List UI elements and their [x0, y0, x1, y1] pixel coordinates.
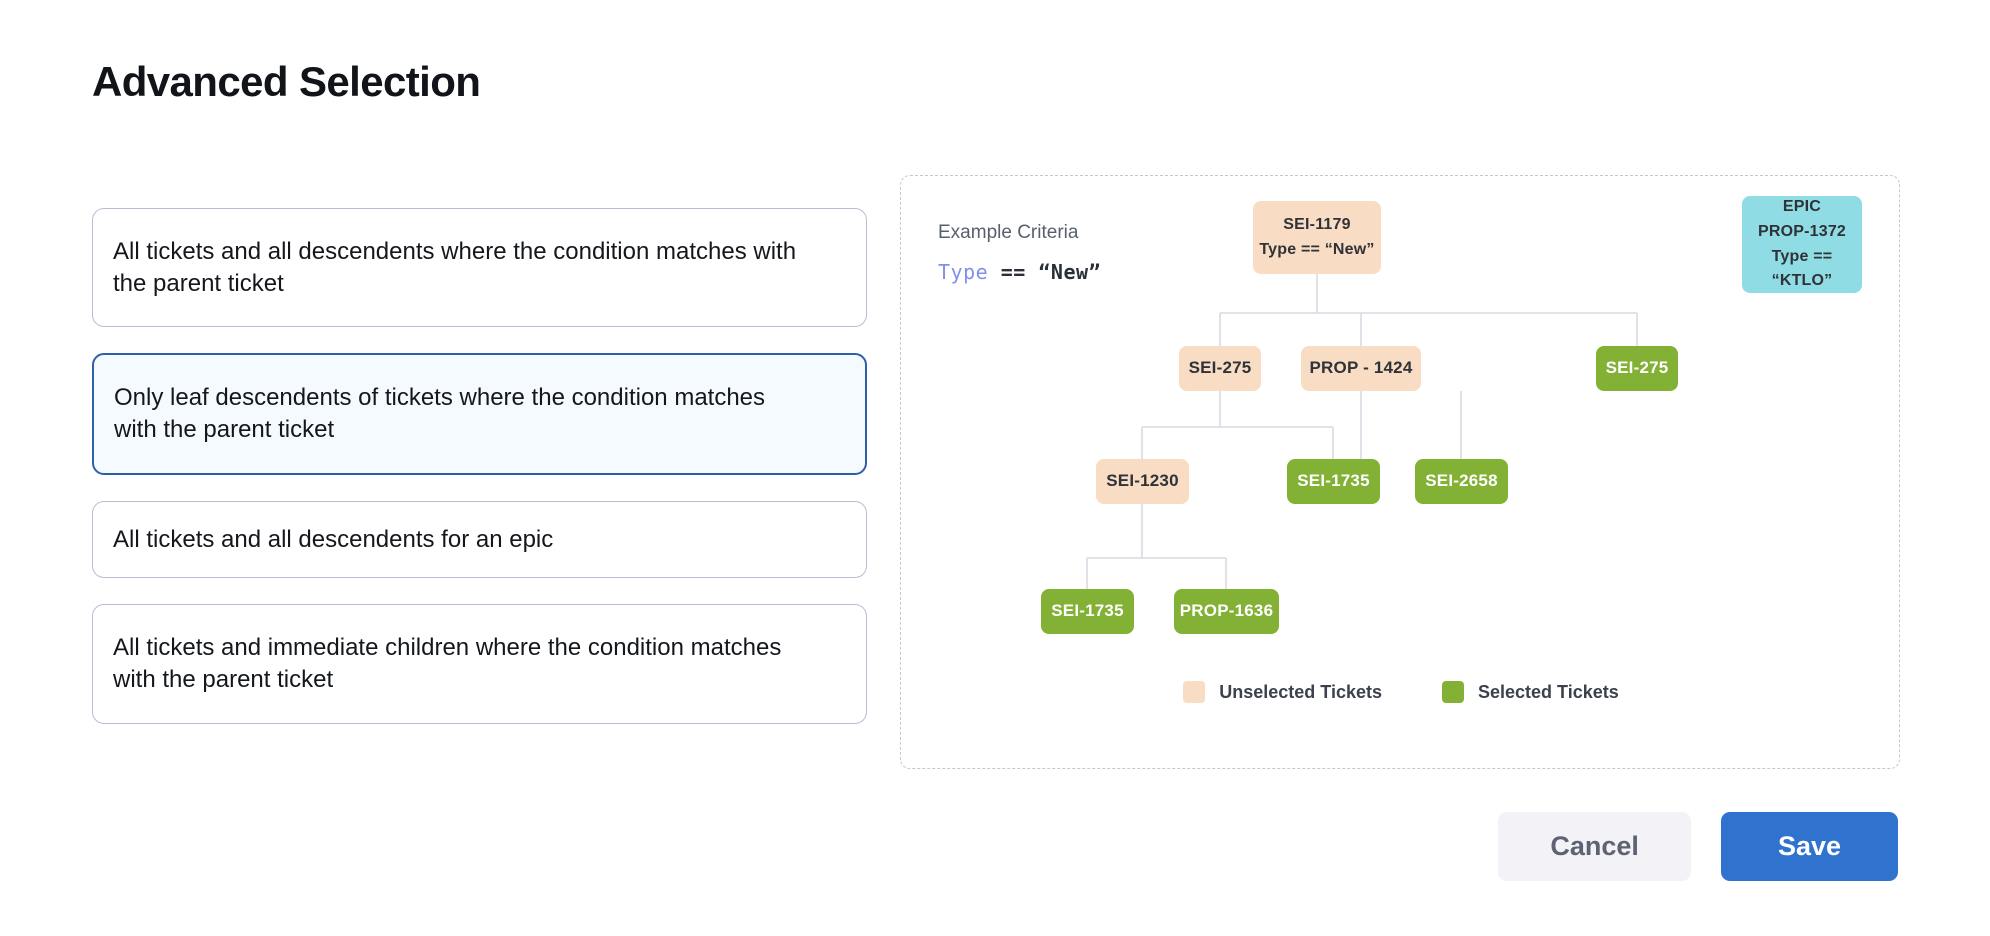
cancel-button[interactable]: Cancel — [1498, 812, 1691, 881]
criteria-value: “New” — [1038, 260, 1102, 284]
criteria-keyword: Type — [938, 260, 989, 284]
tree-node-line: SEI-1735 — [1051, 601, 1124, 621]
tree-node-prop-1636[interactable]: PROP-1636 — [1174, 589, 1279, 634]
legend-swatch-unselected — [1183, 681, 1206, 703]
tree-node-line: SEI-1230 — [1106, 471, 1179, 491]
option-label: All tickets and all descendents where th… — [113, 238, 797, 297]
legend-label: Unselected Tickets — [1219, 681, 1382, 702]
option-card-all-descendents-condition[interactable]: All tickets and all descendents where th… — [92, 208, 867, 328]
selection-options-list: All tickets and all descendents where th… — [92, 208, 867, 724]
tree-node-line: SEI-275 — [1188, 358, 1252, 378]
tree-node-line: EPIC — [1782, 197, 1822, 215]
tree-node-line: Type == “New” — [1259, 240, 1375, 258]
option-label: All tickets and all descendents for an e… — [113, 525, 554, 553]
dialog-footer: Cancel Save — [1498, 812, 1898, 881]
option-label: Only leaf descendents of tickets where t… — [114, 384, 766, 444]
example-diagram-panel: Example Criteria Type == “New” — [900, 175, 1900, 769]
tree-node-line: PROP - 1424 — [1309, 358, 1413, 378]
tree-node-sei-1735-mid[interactable]: SEI-1735 — [1287, 459, 1380, 504]
tree-node-line: SEI-1179 — [1283, 215, 1351, 233]
criteria-label: Example Criteria — [938, 222, 1079, 243]
option-card-leaf-descendents-condition[interactable]: Only leaf descendents of tickets where t… — [92, 353, 867, 475]
tree-node-prop-1424[interactable]: PROP - 1424 — [1301, 346, 1421, 391]
tree-node-sei-275-left[interactable]: SEI-275 — [1179, 346, 1261, 391]
option-label: All tickets and immediate children where… — [113, 634, 782, 694]
tree-node-sei-275-right[interactable]: SEI-275 — [1596, 346, 1678, 391]
tree-node-line: SEI-275 — [1605, 358, 1669, 378]
legend-swatch-selected — [1442, 681, 1464, 703]
tree-node-sei-1230[interactable]: SEI-1230 — [1096, 459, 1189, 504]
criteria-operator: == — [1000, 260, 1026, 284]
option-card-immediate-children-condition[interactable]: All tickets and immediate children where… — [92, 604, 867, 724]
option-card-all-descendents-epic[interactable]: All tickets and all descendents for an e… — [92, 500, 867, 579]
tree-node-line: PROP-1636 — [1179, 601, 1274, 621]
tree-node-line: SEI-1735 — [1297, 471, 1370, 491]
legend-item-unselected: Unselected Tickets — [1183, 681, 1382, 703]
legend-item-selected: Selected Tickets — [1442, 681, 1619, 703]
page-title: Advanced Selection — [92, 58, 481, 105]
tree-node-sei-1735-leaf[interactable]: SEI-1735 — [1041, 589, 1134, 634]
criteria-expression: Type == “New” — [938, 260, 1101, 284]
tree-node-line: SEI-2658 — [1425, 471, 1498, 491]
tree-node-line: PROP-1372 — [1757, 222, 1847, 240]
tree-node-sei-2658[interactable]: SEI-2658 — [1415, 459, 1508, 504]
save-button[interactable]: Save — [1720, 812, 1898, 881]
tree-node-line: Type == “KTLO” — [1771, 247, 1833, 290]
legend-label: Selected Tickets — [1478, 681, 1619, 702]
diagram-legend: Unselected Tickets Selected Tickets — [901, 681, 1901, 703]
